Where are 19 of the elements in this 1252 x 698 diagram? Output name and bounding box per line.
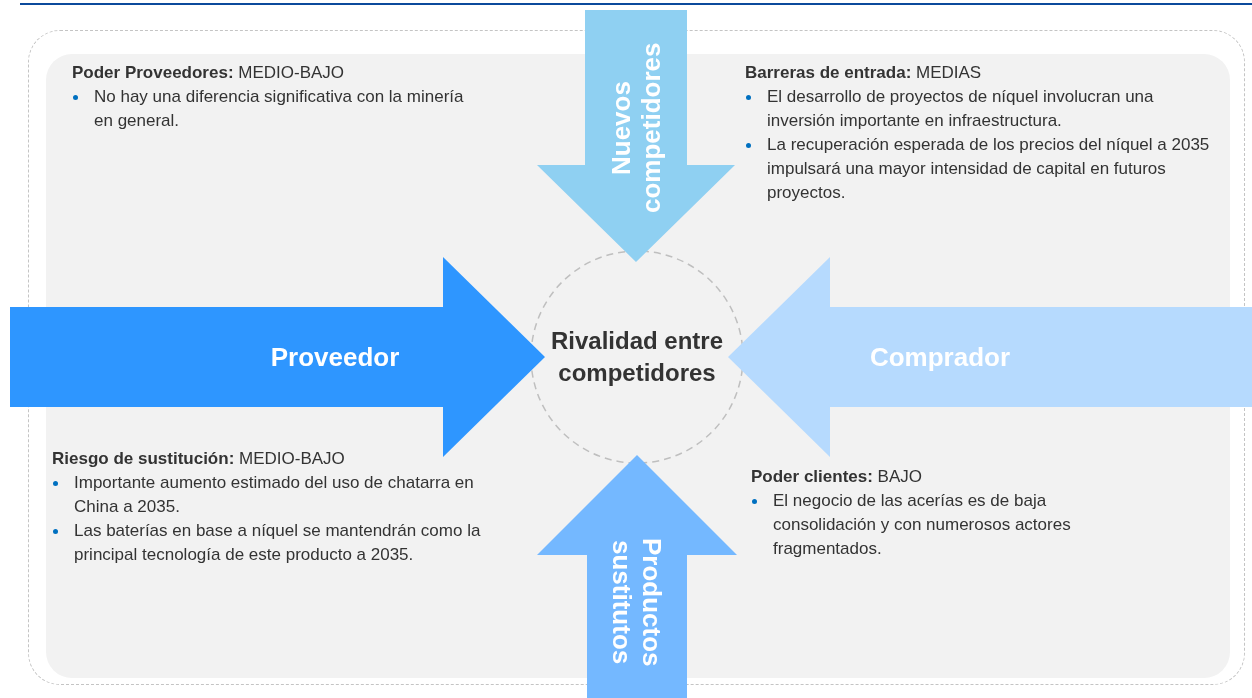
block-arrow <box>728 257 1252 457</box>
bullet-text: No hay una diferencia significativa con la minería en general. <box>94 86 465 132</box>
bullet-text: El negocio de las acerías es de baja consolidación y con numerosos actores fragmentados. <box>773 490 1072 560</box>
bullet-text: El desarrollo de proyectos de níquel involucran una inversión importante en infraestructura. <box>767 86 1155 132</box>
section-heading: Poder Proveedores: MEDIO-BAJO <box>72 62 346 84</box>
arrow-label: Nuevos competidores <box>606 41 666 216</box>
arrow-label: Comprador <box>869 342 1011 372</box>
section-heading: Riesgo de sustitución: MEDIO-BAJO <box>52 448 346 470</box>
bullet-text: Importante aumento estimado del uso de chatarra en China a 2035. <box>74 472 475 518</box>
arrow-label: Proveedor <box>270 342 400 372</box>
arrow-label: Rivalidad entre competidores <box>550 326 724 388</box>
arrow-label: Productos sustitutos <box>607 537 667 669</box>
bullet-text: Las baterías en base a níquel se mantendrán como la principal tecnología de este producto a 2035. <box>74 520 482 566</box>
section-heading: Poder clientes: BAJO <box>751 466 923 488</box>
dashed-circle <box>530 250 744 464</box>
block-arrow <box>537 10 735 262</box>
section-heading: Barreras de entrada: MEDIAS <box>745 62 983 84</box>
block-arrow <box>537 455 737 698</box>
bullet-text: La recuperación esperada de los precios del níquel a 2035 impulsará una mayor intensidad de capital en futuros proyectos. <box>767 134 1211 204</box>
